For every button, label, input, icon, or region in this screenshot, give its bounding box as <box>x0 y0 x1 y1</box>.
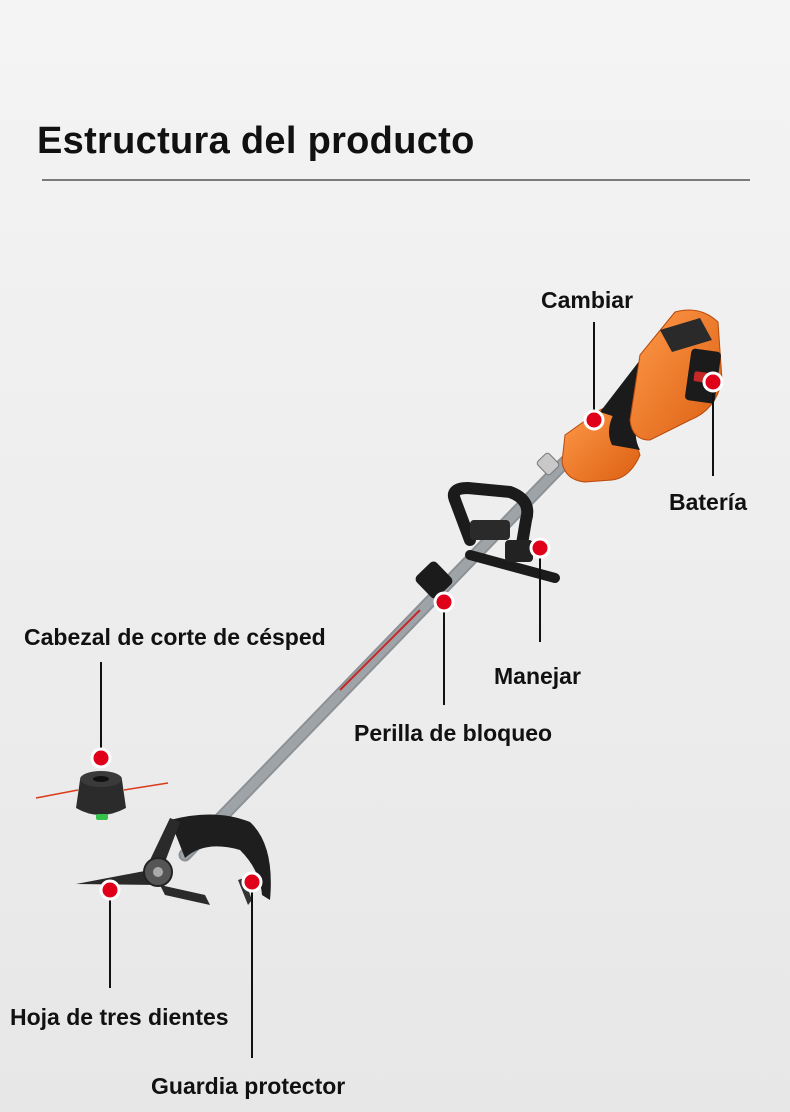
marker-manejar <box>529 537 551 559</box>
marker-hoja <box>99 879 121 901</box>
label-guardia: Guardia protector <box>151 1073 346 1099</box>
three-tooth-blade <box>76 818 210 905</box>
label-perilla: Perilla de bloqueo <box>354 720 553 746</box>
leader-lines <box>100 322 714 1058</box>
motor-housing <box>561 309 723 483</box>
label-hoja: Hoja de tres dientes <box>10 1004 229 1030</box>
markers <box>90 371 724 901</box>
marker-bateria <box>702 371 724 393</box>
label-cabezal: Cabezal de corte de césped <box>24 624 326 650</box>
title-divider <box>42 179 750 181</box>
page-title: Estructura del producto <box>37 120 475 162</box>
handle-assembly <box>447 481 560 583</box>
shaft-collar <box>415 452 560 599</box>
protective-guard <box>170 814 271 905</box>
marker-cambiar <box>583 409 605 431</box>
grass-cutting-head <box>35 771 169 820</box>
marker-cabezal <box>90 747 112 769</box>
label-bateria: Batería <box>669 489 747 515</box>
marker-guardia <box>241 871 263 893</box>
label-manejar: Manejar <box>494 663 581 689</box>
marker-perilla <box>433 591 455 613</box>
label-cambiar: Cambiar <box>541 287 634 313</box>
